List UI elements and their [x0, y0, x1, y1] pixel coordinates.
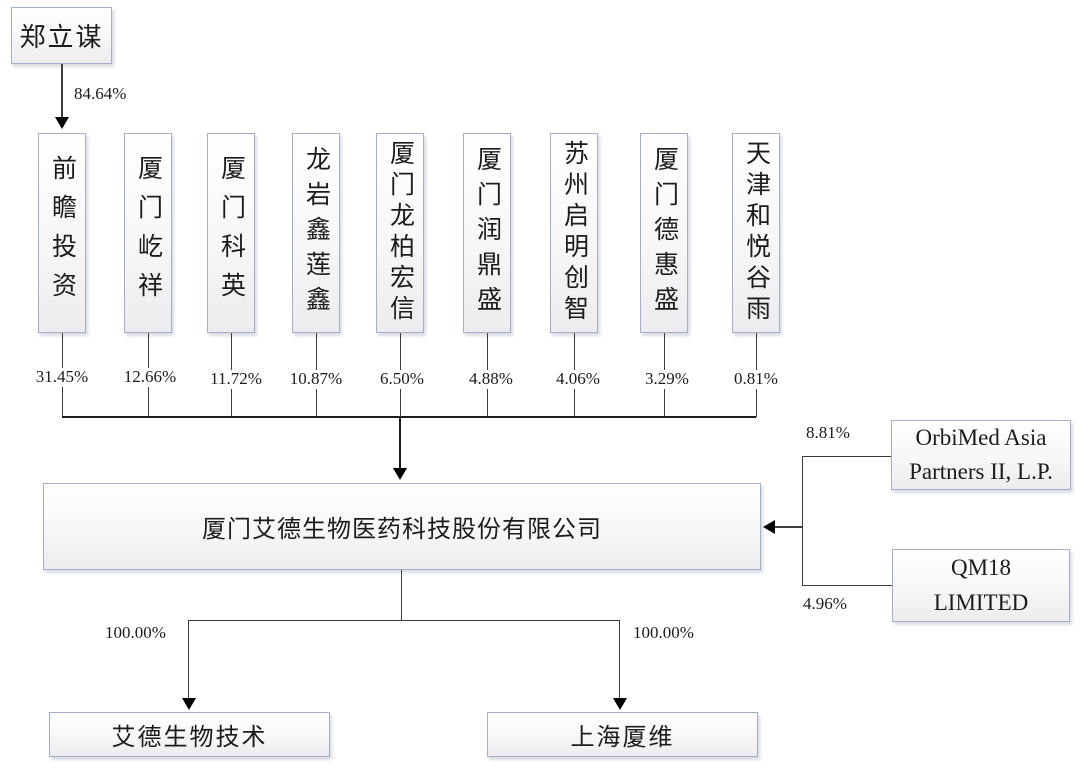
shareholder-box: 厦门龙柏宏信 [376, 133, 424, 333]
shareholder-box: 厦门德惠盛 [640, 133, 688, 333]
ownership-label: 12.66% [121, 367, 179, 387]
foreign-shareholder-box: OrbiMed Asia Partners II, L.P. [891, 420, 1071, 490]
controller-arrow-line [61, 64, 63, 117]
foreign-connector-top [802, 456, 891, 457]
subsidiary-arrowhead-icon [613, 698, 627, 710]
foreign-ownership-label: 8.81% [804, 423, 852, 443]
foreign-shareholder-box: QM18 LIMITED [892, 549, 1070, 622]
ownership-label: 3.29% [643, 369, 691, 389]
shareholder-name: 厦门科英 [217, 155, 245, 311]
foreign-shareholder-name-line2: LIMITED [933, 589, 1029, 615]
shareholder-name: 龙岩鑫莲鑫 [302, 145, 330, 321]
shareholder-name: 厦门润鼎盛 [473, 145, 501, 321]
shareholder-box: 龙岩鑫莲鑫 [292, 133, 340, 333]
ownership-label: 10.87% [287, 369, 345, 389]
foreign-connector-bottom [802, 585, 892, 586]
foreign-shareholder-name-line1: QM18 [950, 555, 1012, 580]
shareholder-name: 厦门龙柏宏信 [386, 140, 414, 326]
foreign-connector-mid [775, 526, 803, 528]
ownership-label: 4.06% [554, 369, 602, 389]
shareholder-name: 厦门屹祥 [134, 155, 162, 311]
foreign-ownership-label: 4.96% [801, 594, 849, 614]
shareholder-box: 厦门润鼎盛 [463, 133, 511, 333]
connector-bus [62, 416, 756, 418]
ownership-label: 6.50% [378, 369, 426, 389]
shareholder-box: 厦门屹祥 [124, 133, 172, 333]
shareholder-box: 天津和悦谷雨 [732, 133, 780, 333]
foreign-shareholder-name-line2: Partners II, L.P. [909, 459, 1053, 484]
subsidiary-ownership-label: 100.00% [631, 623, 696, 643]
subsidiary-arrow-line [188, 620, 189, 699]
shareholder-name: 前瞻投资 [48, 155, 76, 311]
subsidiary-box: 艾德生物技术 [49, 712, 330, 757]
ownership-label: 11.72% [208, 369, 264, 389]
shareholder-box: 苏州启明创智 [550, 133, 598, 333]
company-right-arrowhead-icon [763, 520, 775, 534]
subsidiary-arrowhead-icon [182, 698, 196, 710]
subsidiary-ownership-label: 100.00% [103, 623, 168, 643]
foreign-shareholder-name-line1: OrbiMed Asia [915, 424, 1047, 450]
subsidiary-drop [401, 570, 402, 621]
company-name: 厦门艾德生物医药科技股份有限公司 [202, 517, 602, 543]
subsidiary-name: 上海厦维 [570, 725, 675, 751]
subsidiary-name: 艾德生物技术 [111, 725, 268, 751]
shareholder-name: 天津和悦谷雨 [742, 140, 770, 326]
company-in-arrowhead-icon [393, 468, 407, 480]
shareholder-box: 前瞻投资 [38, 133, 86, 333]
shareholder-box: 厦门科英 [207, 133, 255, 333]
ownership-label: 0.81% [732, 369, 780, 389]
subsidiary-box: 上海厦维 [487, 712, 758, 757]
shareholder-name: 厦门德惠盛 [650, 145, 678, 321]
ownership-label: 31.45% [33, 367, 91, 387]
company-box: 厦门艾德生物医药科技股份有限公司 [43, 483, 761, 570]
connector-drop [399, 416, 401, 468]
foreign-connector-vline [802, 456, 803, 586]
shareholder-name: 苏州启明创智 [560, 140, 588, 326]
controller-arrowhead-icon [55, 117, 69, 129]
ownership-label: 4.88% [467, 369, 515, 389]
controller-box: 郑立谋 [11, 7, 112, 64]
subsidiary-arrow-line [619, 620, 620, 699]
subsidiary-split [188, 620, 620, 621]
controller-ownership-label: 84.64% [72, 84, 129, 104]
controller-name: 郑立谋 [19, 23, 104, 52]
